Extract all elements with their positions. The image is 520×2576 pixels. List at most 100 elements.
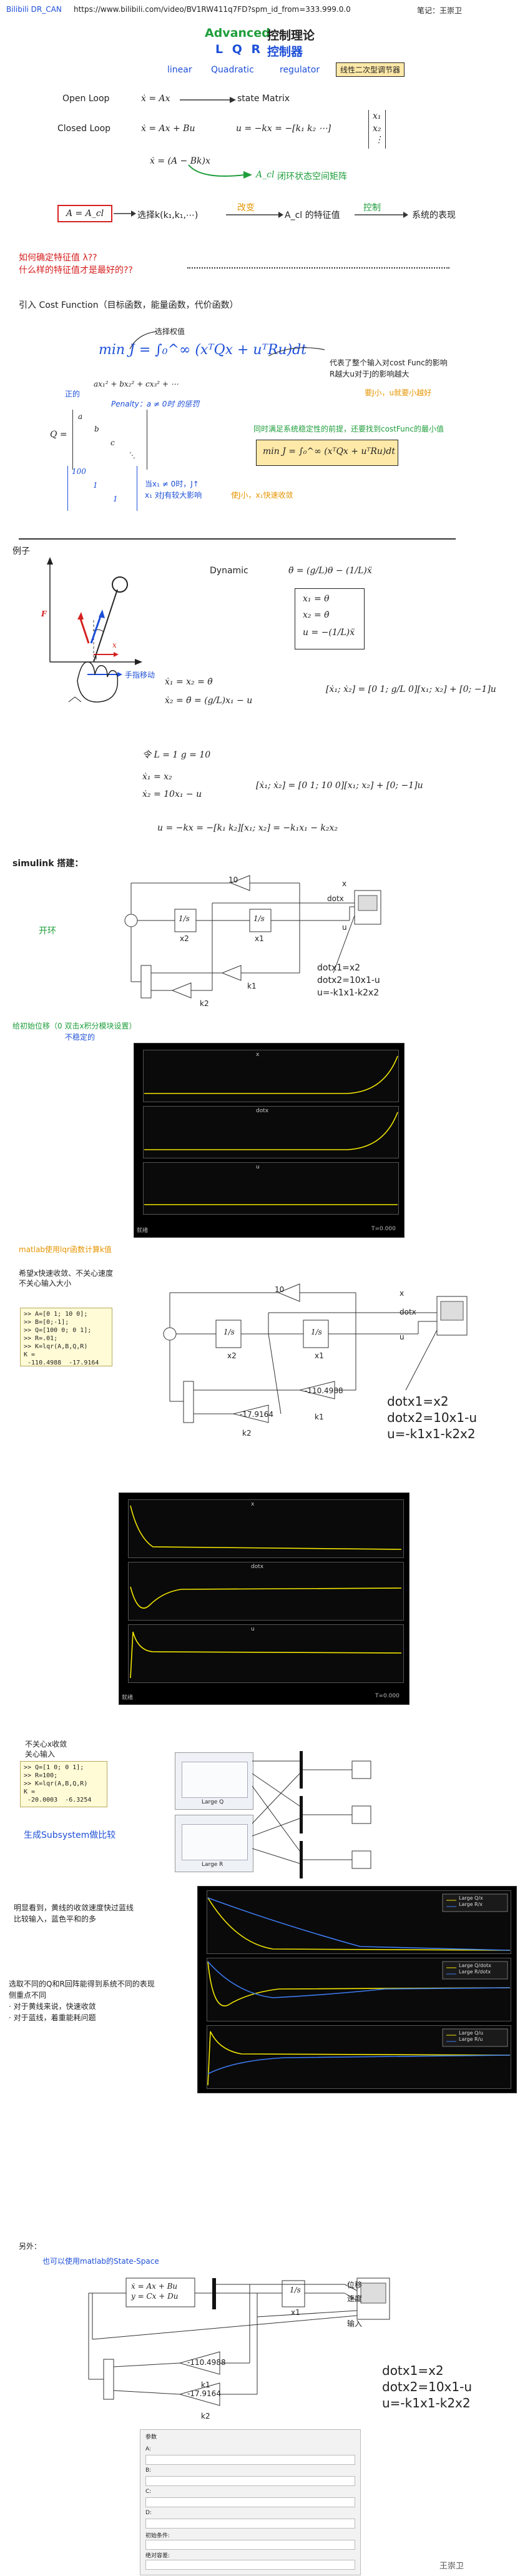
panel-field-d[interactable] [145,2519,355,2529]
legend-r-dotx: Large R/dotx [459,1969,491,1975]
acl-symbol: A_cl [256,170,275,180]
design-control: 控制 [363,203,381,213]
subsystem-large-r-label: Large R [202,1862,223,1868]
ss-int: 1/s [290,2286,301,2294]
scope1-pane-x-title: x [256,1052,260,1058]
sim2-gain-k2: -17.9164 [240,1410,273,1419]
Q-ddots: ⋱ [128,451,135,460]
sim2-eq-2: dotx2=10x1-u [387,1410,477,1425]
Q-note-2: x₁ 对J有较大影响 [145,491,202,500]
simulink-diagram-2[interactable] [156,1274,481,1436]
scope1-window[interactable]: x dotx u 就绪 T=0.000 [134,1043,405,1238]
def-x1: x₁ = θ [303,594,330,604]
panel-label-d: D: [145,2510,152,2516]
ss-line-3: ẋ₁ = x₂ [142,772,172,782]
ss-matrix-1: [ẋ₁; ẋ₂] = [0 1; g/L 0][x₁; x₂] + [0; −1… [326,684,496,694]
scope1-status: 就绪 [137,1228,149,1234]
panel-field-ic[interactable] [145,2540,355,2550]
title-quadratic: Quadratic [211,65,254,75]
panel-label-c: C: [145,2489,152,2495]
question-2: 什么样的特征值才是最好的?? [19,265,133,275]
cost-J: min J = ∫₀^∞ (xᵀQx + uᵀRu)dt [99,342,307,358]
matlab1-note-1: 希望x快速收敛、不关心速度 [19,1269,114,1278]
open-loop-label: Open Loop [62,94,110,104]
ss-line-2: ẋ₂ = θ̈ = (g/L)x₁ − u [165,696,253,706]
panel-label-a: A: [145,2446,152,2452]
subsystem-large-r[interactable]: Large R [175,1815,253,1872]
simulink-diagram-3[interactable] [70,2272,395,2416]
state-x2: x₂ [373,124,381,134]
design-arrow-2 [226,212,283,218]
matlab2-note-1: 不关心x收敛 [25,1740,67,1749]
panel-label-ic: 初始条件: [145,2533,170,2539]
panel-field-c[interactable] [145,2497,355,2507]
title-linear: linear [167,65,192,75]
sim1-x1: x1 [255,934,264,943]
matlab1-code: >> A=[0 1; 10 0]; >> B=[0;-1]; >> Q=[100… [20,1308,112,1366]
scope2-status: 就绪 [122,1695,134,1701]
ss-matrix-2: [ẋ₁; ẋ₂] = [0 1; 10 0][x₁; x₂] + [0; −1]… [256,781,423,791]
sim2-k1: k1 [315,1413,324,1421]
dotted-rule [187,267,449,269]
title-controller: 控制器 [267,45,303,59]
dynamic-eq: θ̈ = (g/L)θ − (1/L)ẍ [288,566,372,576]
design-acl-eig: A_cl 的特征值 [285,210,340,220]
matlab1-heading: matlab使用lqr函数计算k值 [19,1245,112,1254]
J-box-eq: min J = ∫₀^∞ (xᵀQx + uᵀRu)dt [263,447,395,456]
Q-example: 100 1 1 [67,466,137,511]
Q-note-1: 当x₁ ≠ 0时，J↑ [145,480,199,488]
state-defs-box: x₁ = θ x₂ = θ̇ u = −(1/L)ẍ [295,588,365,649]
state-dots: ⋮ [375,135,383,145]
subsystem-large-q-preview [182,1762,248,1798]
video-url[interactable]: https://www.bilibili.com/video/BV1RW411q… [74,5,351,14]
openloop-label: 开环 [39,926,56,936]
sim1-k2: k2 [200,999,209,1008]
panel-field-a[interactable] [145,2455,355,2465]
def-u: u = −(1/L)ẍ [303,628,355,638]
Q-b: b [94,425,99,433]
watermark: 王崇卫 [439,2562,464,2571]
sim1-eq-2: dotx2=10x1-u [317,975,380,985]
acl-box: A = A_cl [57,205,113,222]
legend-q-dotx: Large Q/dotx [459,1963,491,1968]
param-let: 令 L = 1 g = 10 [142,750,211,760]
panel-field-tol[interactable] [145,2560,355,2570]
design-arrow-1 [114,210,136,217]
title-advanced: Advanced [205,26,270,40]
subsystem-note: 生成Subsystem做比较 [24,1830,116,1840]
accel-label: x [112,641,117,649]
ss-x1: x1 [291,2308,300,2317]
closed-loop-matrix-eq: ẋ = (A − Bk)x [150,156,210,166]
title-lqr: L Q R [215,42,263,56]
ss-gain-k2: -17.9164 [187,2389,221,2398]
matlab2-note-2: 关心输入 [25,1750,56,1759]
simulink-diagram-1[interactable] [112,866,387,1015]
subsystem-large-r-preview [182,1824,248,1860]
sim1-eq-1: dotx1=x2 [317,963,361,973]
ss-block-a: ẋ = Ax + Bu [131,2282,178,2291]
ss-line-4: ẋ₂ = 10x₁ − u [142,789,202,799]
panel-field-b[interactable] [145,2476,355,2486]
ss-line-1: ẋ₁ = x₂ = θ̇ [165,677,213,687]
legend-q-u: Large Q/u [459,2030,484,2036]
subsystem-large-q[interactable]: Large Q [175,1752,253,1810]
scope2-pane-x-title: x [251,1501,255,1508]
scope2-pane-u: u [128,1624,404,1683]
compare-1: 明显看到，黄线的收敛速度快过蓝线 [14,1903,134,1912]
dynamic-label: Dynamic [210,566,248,576]
Q-note-3: 使J小，x₁快速收敛 [231,491,293,500]
J-box: min J = ∫₀^∞ (xᵀQx + uᵀRu)dt [256,440,398,466]
ss-k1: k1 [201,2381,210,2389]
panel-title: 参数 [145,2434,157,2440]
compare-6: · 对于蓝线，着重能耗问题 [9,2013,96,2022]
cost-right-1: 代表了整个输入对cost Func的影响 [330,358,448,367]
sim2-gain-k1: -110.4988 [305,1386,343,1395]
compare-scope[interactable]: Large Q/x Large R/x Large Q/dotx Large R… [197,1886,517,2093]
acl-note: 闭环状态空间矩阵 [277,172,347,182]
scope2-traces [130,1505,402,1679]
ss-in: 输入 [347,2319,363,2328]
simulink-heading: simulink 搭建： [12,859,84,869]
acl-arrow [188,164,252,179]
scope2-window[interactable]: x dotx u 就绪 T=0.000 [119,1493,410,1705]
cost-weight-note: 选择权值 [155,327,185,336]
